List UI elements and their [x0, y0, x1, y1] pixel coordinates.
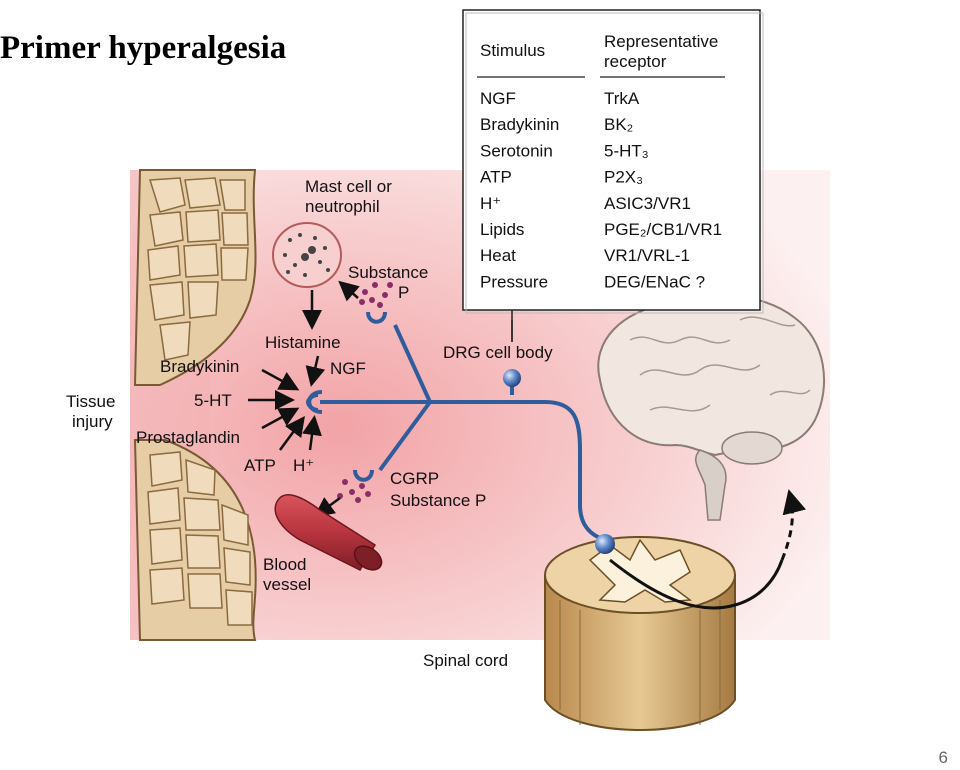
nerve-terminal	[307, 390, 323, 414]
table-cell-receptor: TrkA	[604, 89, 640, 108]
table-cell-receptor: VR1/VRL-1	[604, 246, 690, 265]
blood-vessel	[274, 494, 383, 571]
substance-p-label: Substance	[348, 263, 428, 282]
table-header-receptor: Representative	[604, 32, 718, 51]
page-number: 6	[938, 748, 948, 767]
ngf-label: NGF	[330, 359, 366, 378]
sensory-nerve	[305, 324, 606, 542]
ascending-pathway-dashed	[780, 489, 807, 561]
atp-label: ATP	[244, 456, 276, 475]
substance-p-granules	[359, 282, 393, 308]
table-cell-receptor: DEG/ENaC ?	[604, 272, 705, 291]
table-header-receptor-2: receptor	[604, 52, 667, 71]
table-header-stimulus: Stimulus	[480, 41, 545, 60]
mast-cell-label: Mast cell or	[305, 177, 392, 196]
tissue-injury-label: Tissue	[66, 392, 115, 411]
cgrp-label: CGRP	[390, 469, 439, 488]
table-cell-stimulus: Heat	[480, 246, 516, 265]
table-cell-stimulus: Bradykinin	[480, 115, 559, 134]
ascending-pathway	[609, 558, 784, 610]
substance-p-label-2: P	[398, 283, 409, 302]
blood-vessel-label-2: vessel	[263, 575, 311, 594]
tissue-lower	[133, 439, 257, 641]
blood-vessel-label: Blood	[263, 555, 306, 574]
cgrp-label-2: Substance P	[390, 491, 486, 510]
tissue-injury-label-2: injury	[72, 412, 113, 431]
table-cell-receptor: P2X₃	[604, 168, 643, 187]
table-cell-receptor: BK₂	[604, 115, 633, 134]
table-cell-stimulus: Pressure	[480, 272, 548, 291]
drg-label: DRG cell body	[443, 343, 553, 362]
dorsal-root-ganglion	[595, 534, 615, 554]
table-cell-receptor: ASIC3/VR1	[604, 194, 691, 213]
prostaglandin-label: Prostaglandin	[136, 428, 240, 447]
mast-cell	[272, 222, 342, 288]
mast-cell-label-2: neutrophil	[305, 197, 380, 216]
table-cell-stimulus: Serotonin	[480, 141, 553, 160]
spinal-cord	[544, 536, 736, 731]
brain	[597, 294, 826, 521]
receptor-table	[462, 9, 764, 314]
h-plus-label: H⁺	[293, 456, 314, 475]
table-cell-stimulus: H⁺	[480, 194, 501, 213]
histamine-label: Histamine	[265, 333, 341, 352]
cgrp-granules	[337, 479, 371, 503]
table-cell-stimulus: ATP	[480, 168, 512, 187]
tissue-upper	[133, 169, 257, 386]
bradykinin-label: Bradykinin	[160, 357, 239, 376]
table-cell-stimulus: Lipids	[480, 220, 524, 239]
slide-title: Primer hyperalgesia	[0, 30, 287, 66]
five-ht-label: 5-HT	[194, 391, 232, 410]
table-cell-receptor: PGE₂/CB1/VR1	[604, 220, 722, 239]
spinal-cord-label: Spinal cord	[423, 651, 508, 670]
table-cell-receptor: 5-HT₃	[604, 141, 649, 160]
table-cell-stimulus: NGF	[480, 89, 516, 108]
drg-cell-body	[503, 369, 521, 387]
